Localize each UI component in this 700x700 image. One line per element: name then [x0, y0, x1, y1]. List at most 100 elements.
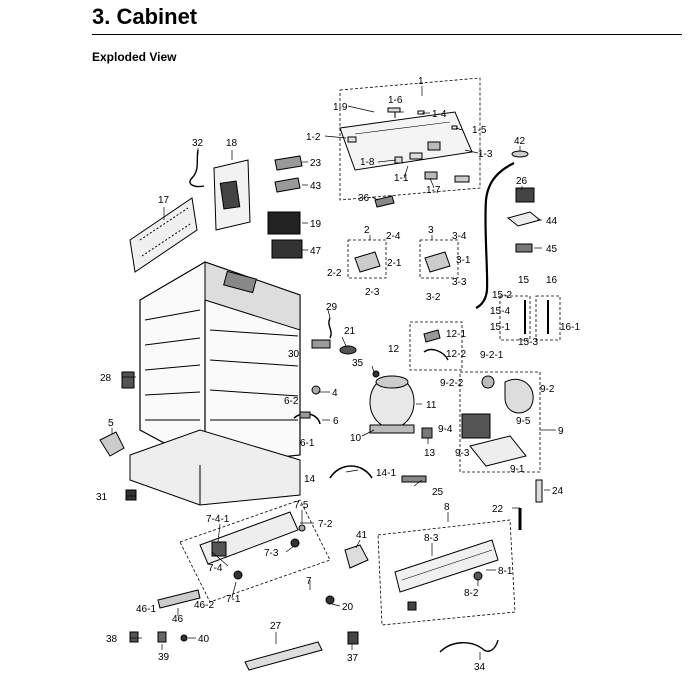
- leader-lines: [111, 86, 556, 660]
- callout-7-2: 7-2: [318, 519, 333, 530]
- pcb-part-19: [267, 211, 301, 235]
- callout-16-1: 16-1: [560, 322, 580, 333]
- callout-42: 42: [514, 136, 526, 147]
- callout-3: 3: [428, 225, 434, 236]
- callout-46-1: 46-1: [136, 604, 156, 615]
- callout-1-5: 1-5: [472, 125, 487, 136]
- group-16: [535, 295, 561, 341]
- callout-2-2: 2-2: [327, 268, 342, 279]
- part-4: [311, 385, 321, 395]
- group-7-base: [179, 499, 331, 603]
- callout-15-4: 15-4: [490, 306, 510, 317]
- bracket-part-43: [274, 177, 301, 193]
- callout-12-1: 12-1: [446, 329, 466, 340]
- hinge-part-5: [99, 431, 125, 457]
- callout-1-7: 1-7: [426, 185, 441, 196]
- callout-11: 11: [426, 400, 437, 411]
- callout-14: 14: [304, 474, 316, 485]
- callout-15: 15: [518, 275, 530, 286]
- callout-1-8: 1-8: [360, 157, 375, 168]
- callout-labels: 1 1-9 1-6 1-4 1-5 1-2 1-3 1-8 1-1 1-7 42…: [96, 76, 580, 673]
- callout-44: 44: [546, 216, 558, 227]
- callout-1-3: 1-3: [478, 149, 493, 160]
- callout-9-3: 9-3: [455, 448, 470, 459]
- callout-8-3: 8-3: [424, 533, 439, 544]
- grille-part-27: [244, 641, 323, 671]
- callout-26: 26: [516, 176, 528, 187]
- part-30: [311, 339, 331, 349]
- callout-2-4: 2-4: [386, 231, 401, 242]
- callout-1-2: 1-2: [306, 132, 321, 143]
- callout-47: 47: [310, 246, 322, 257]
- top-cover-assembly: [339, 77, 481, 201]
- wire-part-34: [439, 639, 499, 653]
- section-title: 3. Cabinet: [92, 4, 198, 29]
- callout-9-1: 9-1: [510, 464, 525, 475]
- callout-1: 1: [418, 76, 424, 87]
- callout-1-9: 1-9: [333, 102, 348, 113]
- callout-19: 19: [310, 219, 322, 230]
- part-20: [325, 595, 335, 605]
- part-28: [121, 371, 135, 389]
- callout-6-1: 6-1: [300, 438, 315, 449]
- callout-6-2: 6-2: [284, 396, 299, 407]
- part-39: [157, 631, 167, 643]
- callout-17: 17: [158, 195, 170, 206]
- callout-27: 27: [270, 621, 282, 632]
- part-46: [157, 589, 201, 609]
- callout-10: 10: [350, 433, 362, 444]
- callout-41: 41: [356, 530, 368, 541]
- wire-pipe-part-42: [475, 150, 529, 309]
- callout-28: 28: [100, 373, 112, 384]
- part-44: [506, 211, 542, 227]
- callout-31: 31: [96, 492, 108, 503]
- callout-3-4: 3-4: [452, 231, 467, 242]
- cabinet-body: [129, 261, 301, 506]
- callout-1-1: 1-1: [394, 173, 409, 184]
- callout-7-5: 7-5: [294, 500, 309, 511]
- group-2: [347, 239, 387, 279]
- callout-38: 38: [106, 634, 118, 645]
- callout-6: 6: [333, 416, 339, 427]
- callout-35: 35: [352, 358, 364, 369]
- part-25: [401, 475, 427, 483]
- callout-16: 16: [546, 275, 558, 286]
- group-12: [409, 321, 463, 371]
- callout-46-2: 46-2: [194, 600, 214, 611]
- group-8-plate: [377, 519, 516, 626]
- callout-4: 4: [332, 388, 338, 399]
- callout-5: 5: [108, 418, 114, 429]
- callout-36: 36: [358, 193, 370, 204]
- callout-14-1: 14-1: [376, 468, 396, 479]
- bracket-part-23: [274, 155, 303, 171]
- part-45: [515, 243, 533, 253]
- callout-30: 30: [288, 349, 300, 360]
- callout-23: 23: [310, 158, 322, 169]
- compressor-part-11: [369, 370, 415, 434]
- callout-24: 24: [552, 486, 564, 497]
- callout-34: 34: [474, 662, 486, 673]
- group-15: [499, 295, 531, 341]
- callout-3-1: 3-1: [456, 255, 471, 266]
- callout-15-3: 15-3: [518, 337, 538, 348]
- callout-20: 20: [342, 602, 354, 613]
- callout-2-1: 2-1: [387, 258, 402, 269]
- part-37: [347, 631, 359, 645]
- callout-8: 8: [444, 502, 450, 513]
- callout-22: 22: [492, 504, 504, 515]
- pcb-part-47: [271, 239, 303, 259]
- callout-9-4: 9-4: [438, 424, 453, 435]
- callout-39: 39: [158, 652, 170, 663]
- cover-part-17: [129, 197, 198, 273]
- part-21: [339, 345, 357, 355]
- part-40: [180, 634, 188, 642]
- callout-46: 46: [172, 614, 184, 625]
- callout-9-2-2: 9-2-2: [440, 378, 464, 389]
- callout-12: 12: [388, 344, 400, 355]
- group-3: [419, 239, 459, 279]
- callout-3-2: 3-2: [426, 292, 441, 303]
- callout-9-2: 9-2: [540, 384, 555, 395]
- callout-25: 25: [432, 487, 444, 498]
- callout-29: 29: [326, 302, 338, 313]
